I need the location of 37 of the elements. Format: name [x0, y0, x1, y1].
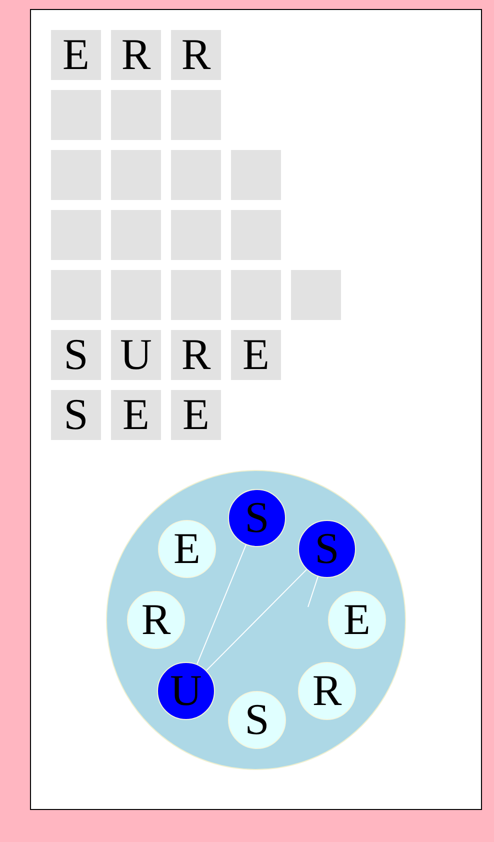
letter-button: E — [328, 591, 386, 649]
letter-tile: R — [171, 330, 221, 380]
letter-tile: R — [111, 30, 161, 80]
letter-tile: E — [171, 390, 221, 440]
empty-tile — [111, 150, 161, 200]
empty-tile — [51, 90, 101, 140]
empty-tile — [171, 90, 221, 140]
empty-tile — [111, 90, 161, 140]
empty-tile — [231, 270, 281, 320]
letter-tile: E — [111, 390, 161, 440]
letter-tile: S — [51, 330, 101, 380]
empty-tile — [111, 270, 161, 320]
empty-tile — [171, 150, 221, 200]
letter-tile: E — [231, 330, 281, 380]
letter-button: S — [228, 489, 286, 547]
letter-button: R — [127, 591, 185, 649]
letter-button: U — [157, 662, 215, 720]
empty-tile — [51, 270, 101, 320]
drag-line — [206, 569, 308, 671]
letter-tile: E — [51, 30, 101, 80]
letter-button: R — [298, 662, 356, 720]
empty-tile — [51, 210, 101, 260]
empty-tile — [51, 150, 101, 200]
letter-button: E — [158, 520, 216, 578]
letter-button: S — [298, 520, 356, 578]
empty-tile — [171, 270, 221, 320]
letter-tile: S — [51, 390, 101, 440]
letter-tile: U — [111, 330, 161, 380]
empty-tile — [231, 150, 281, 200]
empty-tile — [231, 210, 281, 260]
empty-tile — [291, 270, 341, 320]
letter-tile: R — [171, 30, 221, 80]
empty-tile — [171, 210, 221, 260]
drag-line — [196, 544, 246, 665]
drag-line — [308, 576, 318, 608]
letter-button: S — [228, 691, 286, 749]
empty-tile — [111, 210, 161, 260]
